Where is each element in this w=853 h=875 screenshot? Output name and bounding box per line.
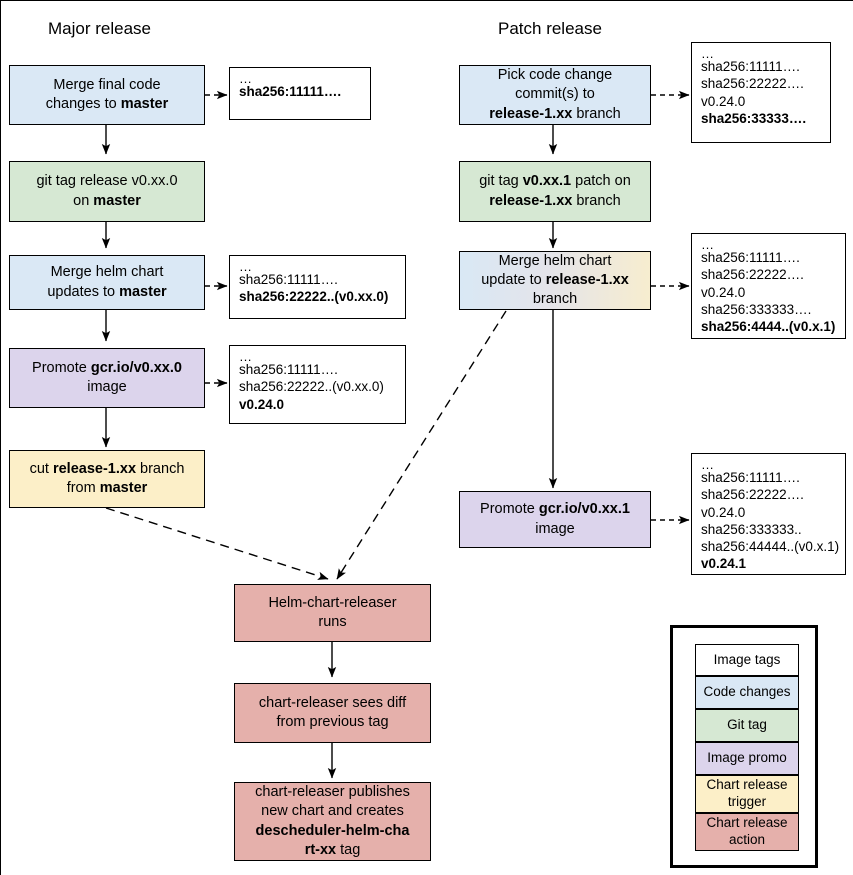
tag-ellipsis: … [701, 457, 715, 472]
column-title-patch-release: Patch release [498, 19, 602, 38]
tag-line: sha256:11111…. [701, 250, 800, 265]
tag-box-after-merge-helm-chart: …sha256:11111…. sha256:22222..(v0.xx.0) [229, 255, 406, 319]
tag-line: sha256:22222…. [701, 267, 804, 283]
tag-ellipsis: … [701, 46, 715, 61]
tag-line: sha256:11111…. [701, 59, 800, 74]
tag-line: v0.24.0 [239, 396, 285, 412]
tag-ellipsis: … [239, 349, 253, 364]
legend-label: Chart release action [706, 815, 788, 847]
legend-label: Git tag [727, 717, 767, 733]
column-title-major-release: Major release [48, 19, 151, 38]
tag-line: sha256:22222…. [701, 76, 804, 92]
tag-line: sha256:11111…. [239, 84, 342, 99]
tag-line: sha256:22222…. [701, 487, 804, 503]
legend-label: Code changes [703, 684, 791, 700]
tag-line: v0.24.0 [701, 284, 746, 300]
tag-line: v0.24.0 [701, 93, 746, 109]
tag-line: sha256:333333.. [701, 521, 802, 537]
tag-line: sha256:22222..(v0.xx.0) [239, 289, 389, 305]
tag-line: v0.24.1 [701, 556, 747, 572]
tag-line: v0.24.0 [701, 504, 746, 520]
legend-item-chart-release-action: Chart release action [695, 813, 799, 851]
edge-cut-release-to-helm-chart-releaser [105, 507, 329, 580]
legend-item-code-changes: Code changes [695, 676, 799, 709]
tag-ellipsis: … [701, 237, 715, 252]
tag-line: sha256:11111…. [239, 362, 338, 377]
legend-item-chart-release-trigger: Chart release trigger [695, 775, 799, 813]
tag-line: sha256:33333…. [701, 110, 807, 126]
legend-panel: Image tags Code changes Git tag Image pr… [670, 625, 818, 868]
legend-label: Image promo [707, 750, 787, 766]
tag-line: sha256:4444..(v0.x.1) [701, 319, 836, 335]
tag-box-after-merge-final-code: …sha256:11111…. [229, 67, 371, 120]
legend-item-git-tag: Git tag [695, 709, 799, 742]
tag-line: sha256:333333…. [701, 301, 812, 317]
legend-label: Image tags [713, 651, 781, 667]
tag-ellipsis: … [239, 259, 253, 274]
tag-line: sha256:11111…. [239, 272, 338, 287]
tag-ellipsis: … [239, 71, 253, 86]
legend-item-image-promo: Image promo [695, 742, 799, 775]
tag-line: sha256:11111…. [701, 470, 800, 485]
tag-line: sha256:44444..(v0.x.1) [701, 539, 840, 555]
tag-line: sha256:22222..(v0.xx.0) [239, 379, 384, 395]
legend-label: Chart release trigger [706, 777, 788, 809]
legend-item-image-tags: Image tags [695, 644, 799, 676]
tag-box-after-promote-image: …sha256:11111…. sha256:22222..(v0.xx.0)v0… [229, 345, 406, 424]
